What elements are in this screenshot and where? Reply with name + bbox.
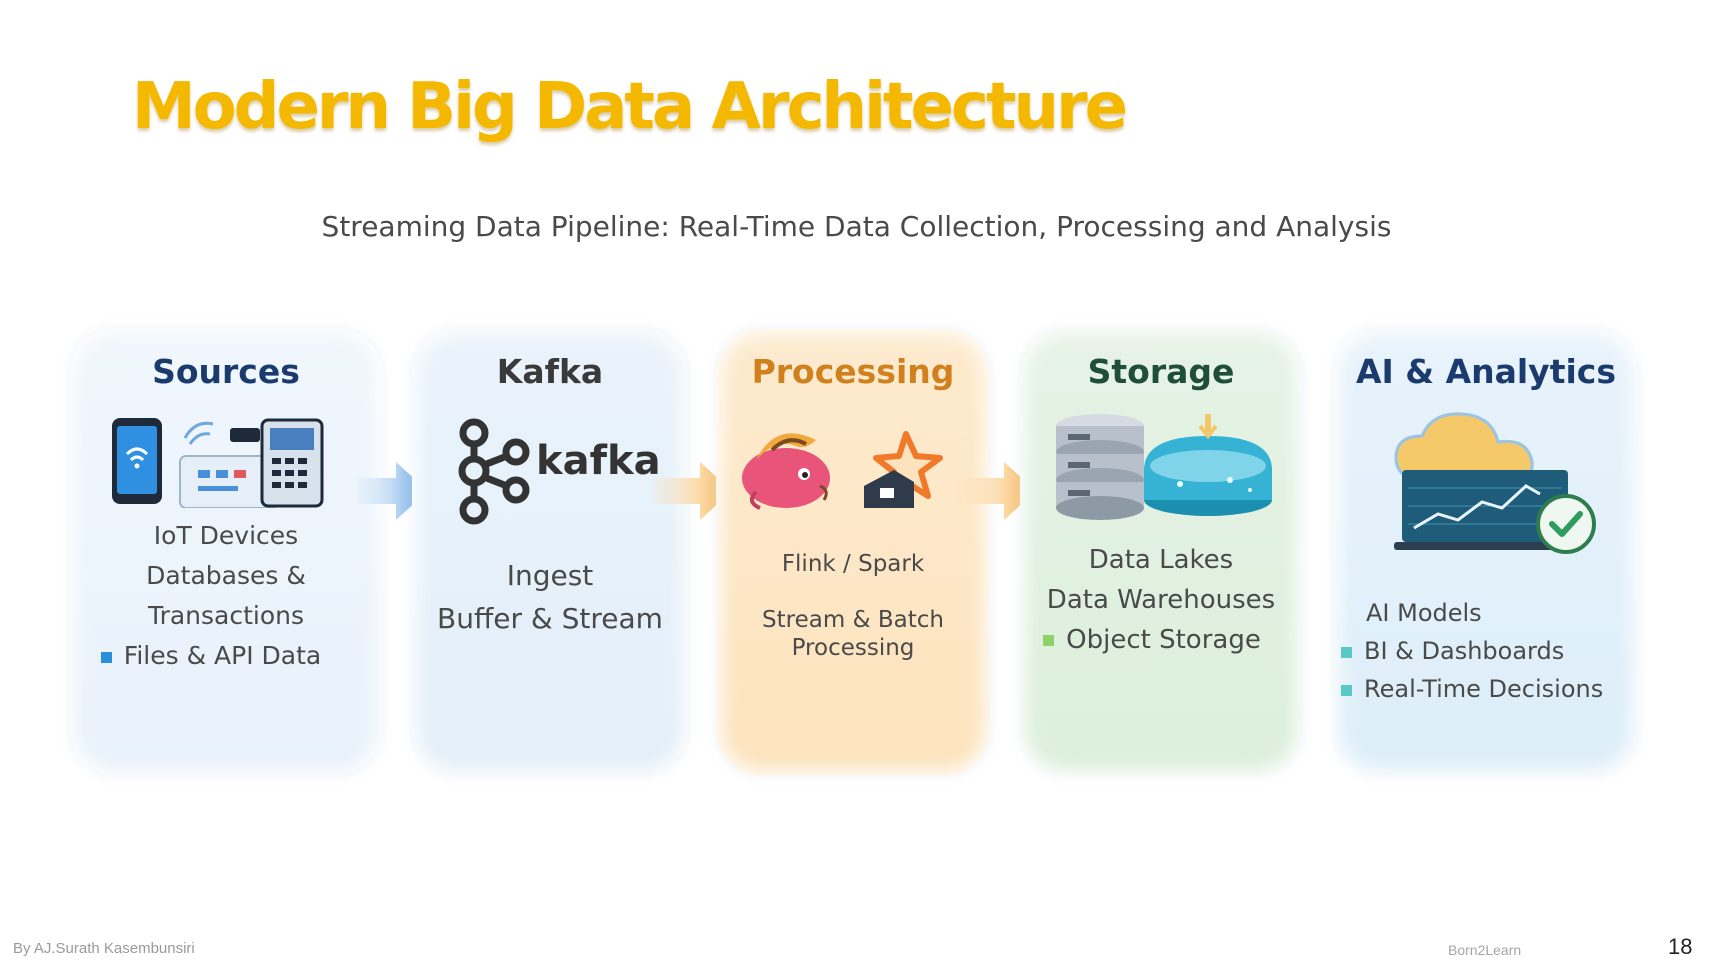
list-item: Data Warehouses <box>1046 585 1276 615</box>
kafka-logo-icon: kafka <box>412 418 688 528</box>
list-item: Databases & <box>146 561 306 590</box>
stage-card-kafka: Kafka kafka Ingest Buffer & Stream <box>412 328 688 776</box>
list-item-text: Object Storage <box>1066 625 1261 655</box>
slide-title: Modern Big Data Architecture <box>132 70 1128 144</box>
list-item-text: Files & API Data <box>123 641 322 670</box>
stage-items-processing: Flink / Spark Stream & Batch Processing <box>716 550 990 662</box>
stage-items-storage: Data Lakes Data Warehouses Object Storag… <box>1020 540 1302 660</box>
stage-title-kafka: Kafka <box>496 352 604 391</box>
list-item: AI Models <box>1366 599 1482 627</box>
arrow-right-icon <box>654 460 734 527</box>
flink-spark-icon <box>716 420 990 520</box>
list-item: Buffer & Stream <box>437 602 663 635</box>
slide-subtitle: Streaming Data Pipeline: Real-Time Data … <box>321 210 1392 243</box>
stage-items-sources: IoT Devices Databases & Transactions Fil… <box>70 516 382 676</box>
list-item: Data Lakes <box>1088 545 1234 575</box>
iot-devices-icon <box>70 398 382 508</box>
stage-title-storage: Storage <box>1087 352 1235 391</box>
list-item: Processing <box>791 635 915 661</box>
list-item: Stream & Batch <box>762 607 944 633</box>
stage-title-ai-analytics: AI & Analytics <box>1356 352 1616 391</box>
list-item: Transactions <box>147 601 305 630</box>
stage-title-processing: Processing <box>751 352 955 391</box>
list-item-with-bullet: Real-Time Decisions <box>1341 670 1638 708</box>
bullet-icon <box>1341 646 1352 658</box>
bullet-icon <box>1043 635 1055 646</box>
list-item: Flink / Spark <box>781 551 925 577</box>
stage-items-ai-analytics: AI Models BI & Dashboards Real-Time Deci… <box>1334 594 1638 708</box>
list-item-text: Real-Time Decisions <box>1364 675 1604 703</box>
stage-title-sources: Sources <box>152 352 300 391</box>
stage-card-ai-analytics: AI & Analytics AI Models BI & Dashboards… <box>1334 328 1638 776</box>
page-number: 18 <box>1668 934 1693 959</box>
list-item-with-bullet: Object Storage <box>1002 620 1302 660</box>
stage-card-processing: Processing Flink / Spark Stream & Batch … <box>716 328 990 776</box>
stage-card-storage: Storage Data Lake <box>1020 328 1302 776</box>
arrow-right-icon <box>958 460 1038 527</box>
footer-author: By AJ.Surath Kasembunsiri <box>13 940 195 957</box>
list-item: Ingest <box>506 559 594 592</box>
database-lake-icon <box>1020 410 1302 530</box>
list-item-text: BI & Dashboards <box>1364 637 1565 665</box>
stage-items-kafka: Ingest Buffer & Stream <box>412 554 688 640</box>
kafka-logo-text: kafka <box>536 438 661 484</box>
list-item: IoT Devices <box>153 521 299 550</box>
cloud-analytics-icon <box>1334 408 1638 558</box>
stage-card-sources: Sources <box>70 328 382 776</box>
arrow-right-icon <box>358 460 430 527</box>
bullet-icon <box>1341 684 1352 696</box>
bullet-icon <box>100 651 112 663</box>
footer-brand: Born2Learn <box>1448 942 1522 958</box>
list-item-with-bullet: BI & Dashboards <box>1341 632 1638 670</box>
list-item-with-bullet: Files & API Data <box>40 636 382 676</box>
